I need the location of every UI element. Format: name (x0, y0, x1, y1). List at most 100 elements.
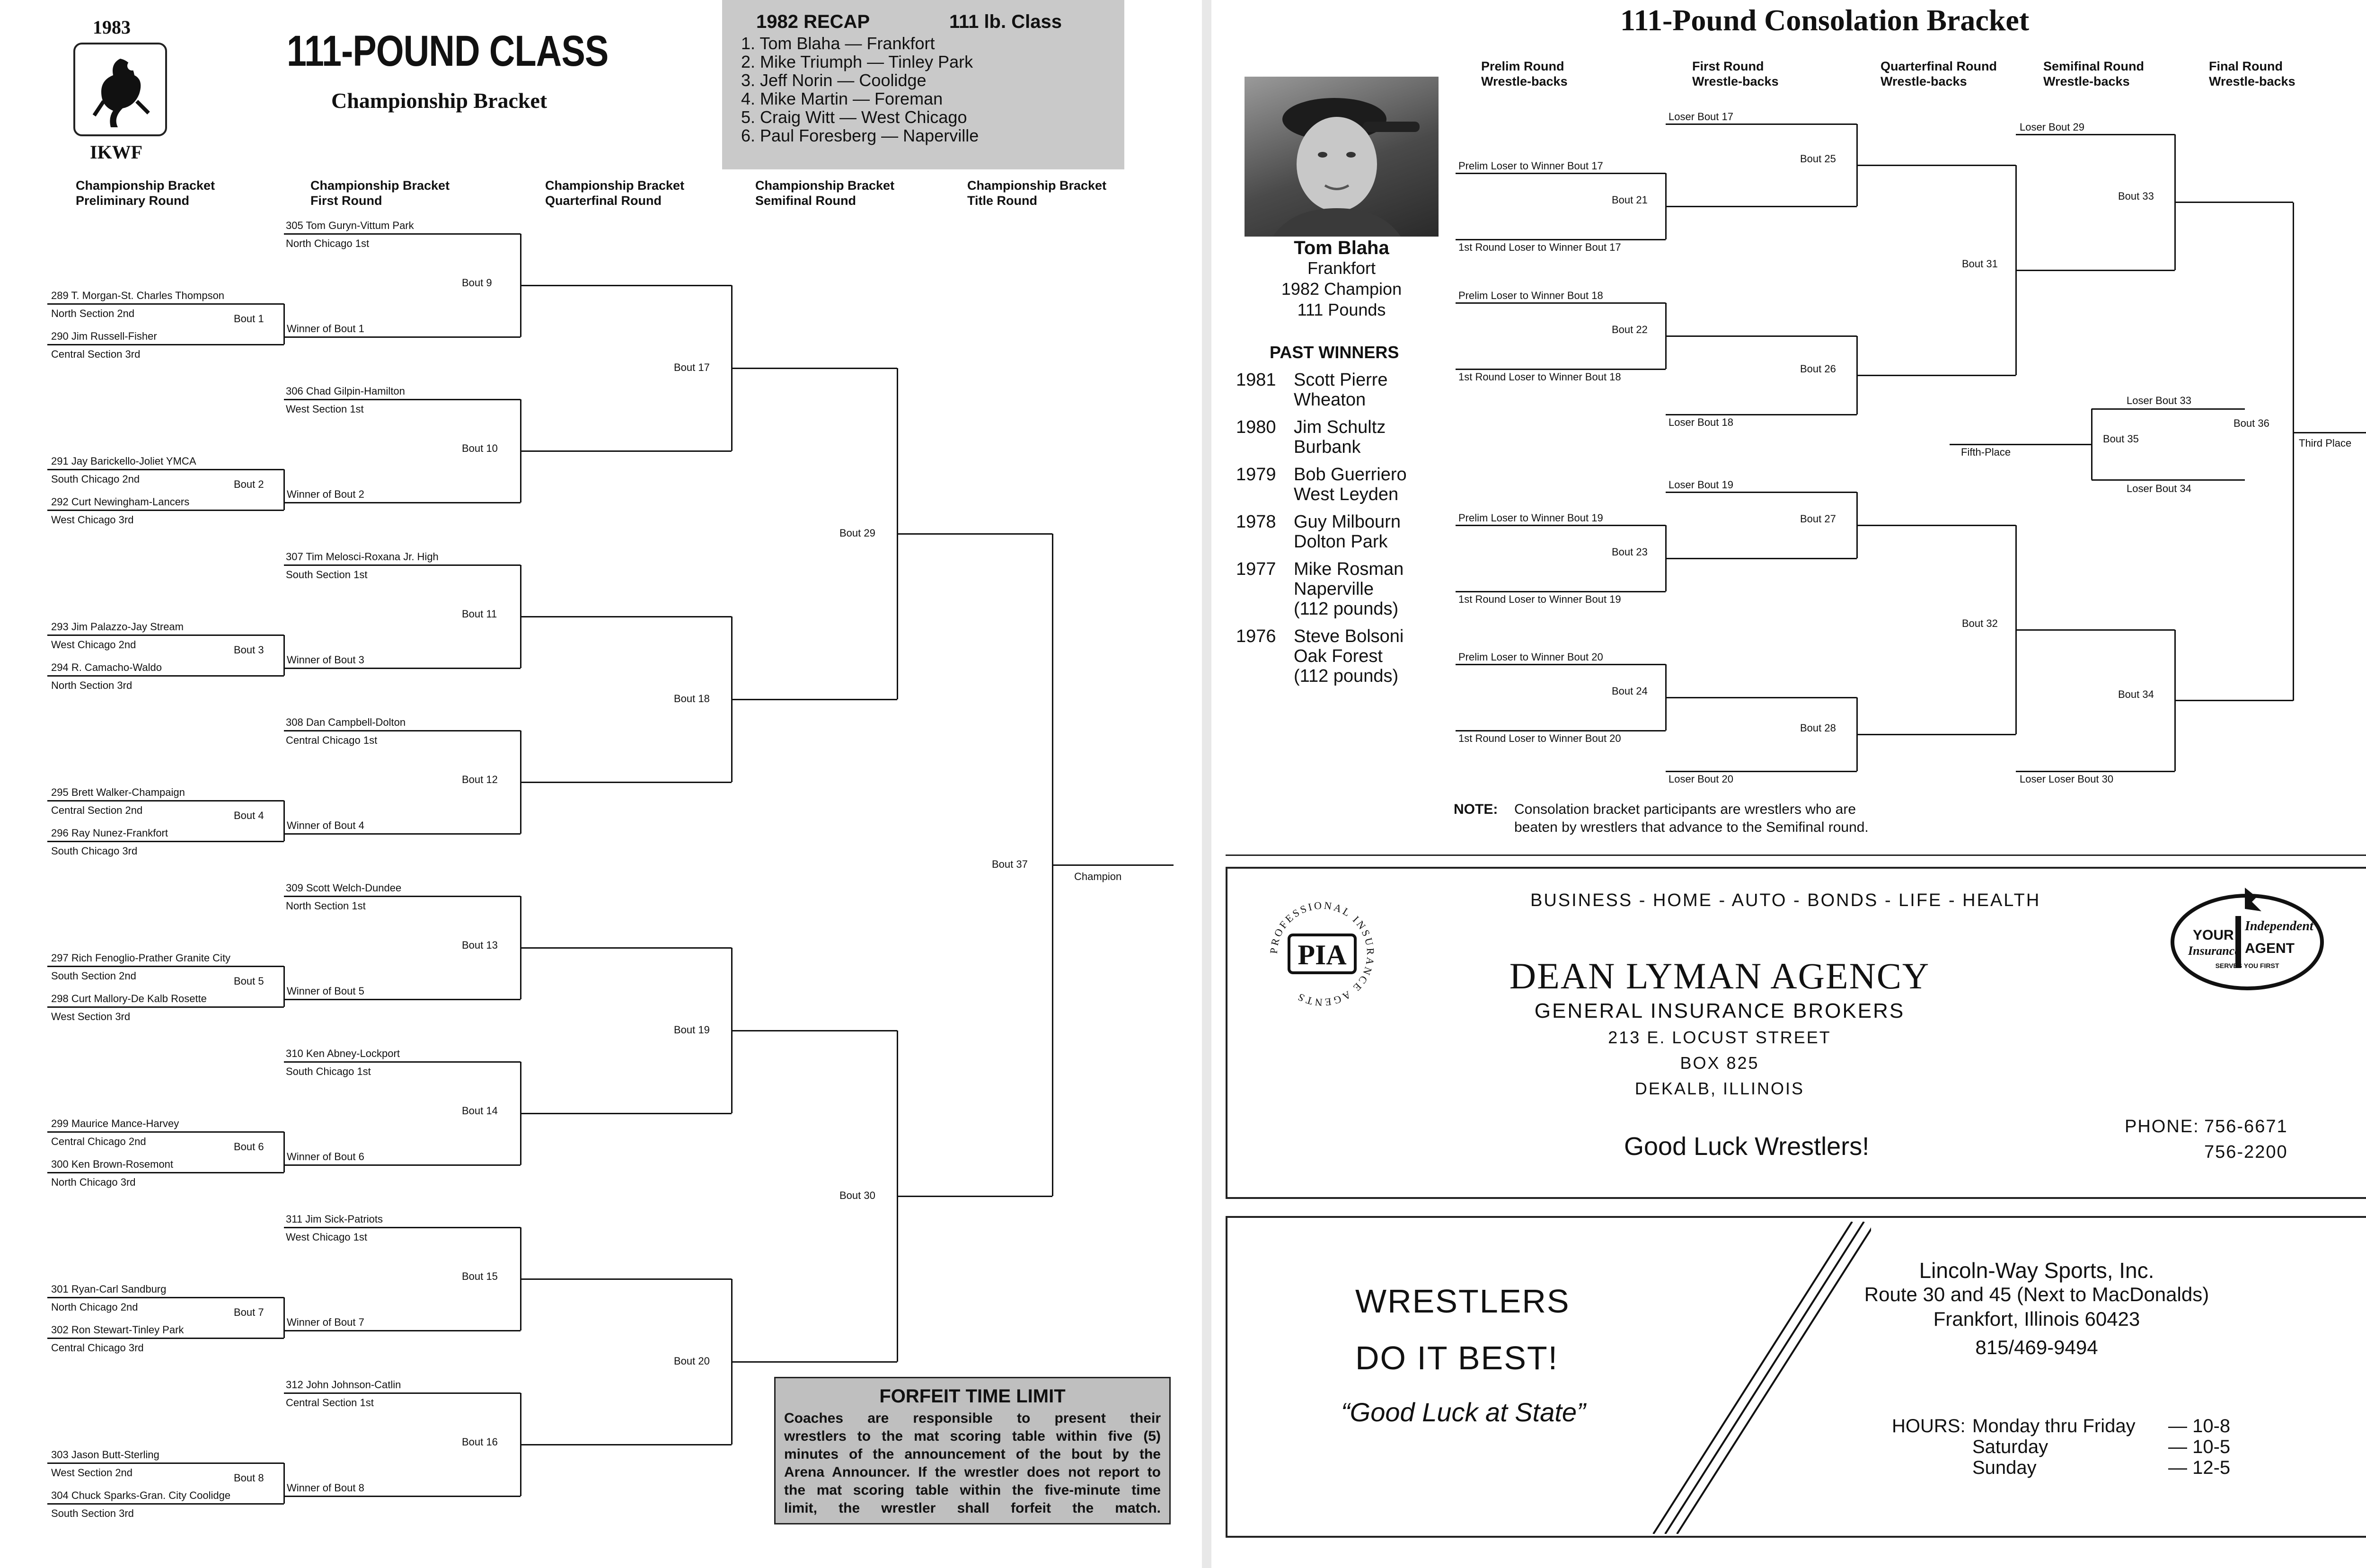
cons-loser-label: Loser Bout 19 (1669, 479, 1733, 491)
past-winner-line: Jim Schultz (1294, 417, 1386, 437)
prelim-line (47, 1131, 284, 1133)
badge-insurance: Insurance (2188, 944, 2240, 958)
slash-lines-decoration (1652, 1222, 1871, 1534)
wrestler-name: 289 T. Morgan-St. Charles Thompson (51, 290, 225, 301)
winner-of-label: Winner of Bout 6 (287, 1151, 364, 1163)
prelim-line (283, 635, 285, 676)
past-winner-line: Guy Milbourn (1294, 512, 1401, 532)
page-title: 111-POUND CLASS (287, 27, 609, 75)
cons-prelim-line (1456, 730, 1666, 731)
wrestler-section: North Section 2nd (51, 308, 135, 319)
recap-header-right: 111 lb. Class (949, 11, 1062, 32)
agency-addr3: DEKALB, ILLINOIS (1634, 1079, 1805, 1098)
champion-line (1052, 864, 1174, 866)
first-round-line (284, 730, 521, 731)
recap-box: 1982 RECAP 111 lb. Class 1. Tom Blaha — … (722, 0, 1124, 169)
wrestler-section: West Chicago 3rd (51, 514, 134, 526)
pia-logo-text: PIA (1298, 939, 1346, 970)
prelim-line (47, 675, 284, 677)
cons-prelim-bout: Bout 23 (1612, 546, 1648, 558)
third-place-line (2293, 432, 2366, 433)
cons-prelim-entry: Prelim Loser to Winner Bout 18 (1458, 290, 1603, 301)
forfeit-title: FORFEIT TIME LIMIT (879, 1386, 1066, 1407)
prelim-line (283, 966, 285, 1007)
consolation-round-header: First Round Wrestle-backs (1692, 59, 1779, 88)
wrestler-section: South Chicago 1st (286, 1066, 371, 1077)
champion-label: Champion (1074, 871, 1122, 882)
wrestler-name: 301 Ryan-Carl Sandburg (51, 1283, 167, 1295)
ad-services: BUSINESS - HOME - AUTO - BONDS - LIFE - … (1530, 890, 2041, 910)
round-header: Championship Bracket Title Round (967, 178, 1107, 208)
wrestler-name: 302 Ron Stewart-Tinley Park (51, 1324, 184, 1336)
first-round-line (284, 998, 521, 1000)
cons-first-line (1666, 696, 1857, 698)
consolation-round-header: Quarterfinal Round Wrestle-backs (1880, 59, 1997, 88)
past-winner-line: Burbank (1294, 437, 1361, 457)
wrestler-name: 310 Ken Abney-Lockport (286, 1048, 400, 1059)
sf-bout-label: Bout 30 (839, 1189, 875, 1201)
hours-day: Sunday (1972, 1457, 2037, 1478)
ad2-addr2: Frankfort, Illinois 60423 (1933, 1308, 2140, 1330)
recap-entry: 2. Mike Triumph — Tinley Park (741, 52, 973, 71)
past-winner-year: 1979 (1236, 465, 1276, 484)
recap-header-left: 1982 RECAP (756, 11, 870, 32)
prelim-bout-label: Bout 4 (234, 810, 264, 821)
cons-final-line (2175, 202, 2293, 203)
qf-line (521, 947, 732, 949)
hours-time: — 12-5 (2168, 1457, 2231, 1478)
wrestler-section: South Chicago 2nd (51, 473, 140, 485)
wrestler-section: Central Chicago 3rd (51, 1342, 144, 1354)
wrestler-section: North Section 3rd (51, 679, 132, 691)
wrestler-section: Central Section 1st (286, 1397, 374, 1409)
prelim-line (47, 1337, 284, 1339)
wrestler-section: North Chicago 3rd (51, 1176, 136, 1188)
cons-first-bout: Bout 26 (1800, 363, 1836, 375)
first-round-line (284, 895, 521, 897)
ad2-line1: WRESTLERS (1355, 1283, 1570, 1320)
wrestler-name: 296 Ray Nunez-Frankfort (51, 827, 168, 839)
ad2-hours-label: HOURS: (1892, 1416, 1966, 1436)
page-subtitle: Championship Bracket (331, 88, 547, 113)
photo-caption-title: 1982 Champion (1281, 279, 1402, 299)
badge-agent: AGENT (2245, 941, 2295, 956)
phone-label: PHONE: (2125, 1117, 2199, 1136)
wrestler-section: Central Section 2nd (51, 804, 143, 816)
wrestler-name: 299 Maurice Mance-Harvey (51, 1118, 179, 1129)
cons-prelim-line (1456, 590, 1666, 592)
ad2-line3: “Good Luck at State” (1341, 1397, 1586, 1427)
cons-first-line (1666, 335, 1857, 337)
cons-prelim-line (1456, 663, 1666, 665)
forfeit-line: Arena Announcer. If the wrestler does no… (784, 1464, 1161, 1480)
wrestler-section: West Chicago 1st (286, 1231, 368, 1243)
qf-bout-label: Bout 19 (674, 1024, 710, 1036)
cons-first-bout: Bout 25 (1800, 153, 1836, 165)
first-round-line (284, 336, 521, 338)
prelim-line (283, 1132, 285, 1172)
wrestler-section: North Chicago 1st (286, 238, 370, 249)
cons-loser-label: Loser Bout 29 (2020, 121, 2084, 133)
winner-of-label: Winner of Bout 7 (287, 1316, 364, 1328)
first-round-line (284, 1495, 521, 1497)
consolation-round-header: Prelim Round Wrestle-backs (1481, 59, 1568, 88)
cons-semi-line (2016, 770, 2175, 772)
forfeit-box: FORFEIT TIME LIMIT Coaches are responsib… (774, 1377, 1171, 1524)
past-winner-line: (112 pounds) (1294, 666, 1399, 686)
prelim-line (47, 840, 284, 842)
cons-prelim-line (1456, 172, 1666, 174)
cons-qf-line (1857, 524, 2016, 526)
prelim-line (283, 469, 285, 510)
wrestler-name: 312 John Johnson-Catlin (286, 1379, 401, 1391)
recap-entry: 4. Mike Martin — Foreman (741, 89, 943, 108)
qf-line (521, 1278, 732, 1280)
first-round-bout-label: Bout 15 (462, 1270, 498, 1282)
forfeit-line: limit, the wrestler shall forfeit the ma… (784, 1500, 1161, 1516)
first-round-line (284, 833, 521, 835)
wrestler-section: West Section 3rd (51, 1011, 131, 1022)
wrestler-name: 292 Curt Newingham-Lancers (51, 496, 190, 508)
wrestler-name: 298 Curt Mallory-De Kalb Rosette (51, 993, 207, 1004)
recap-entry: 3. Jeff Norin — Coolidge (741, 70, 927, 90)
cons-qf-bout: Bout 31 (1962, 258, 1998, 270)
cons-prelim-line (1456, 524, 1666, 526)
first-round-line (284, 1226, 521, 1228)
prelim-bout-label: Bout 2 (234, 478, 264, 490)
